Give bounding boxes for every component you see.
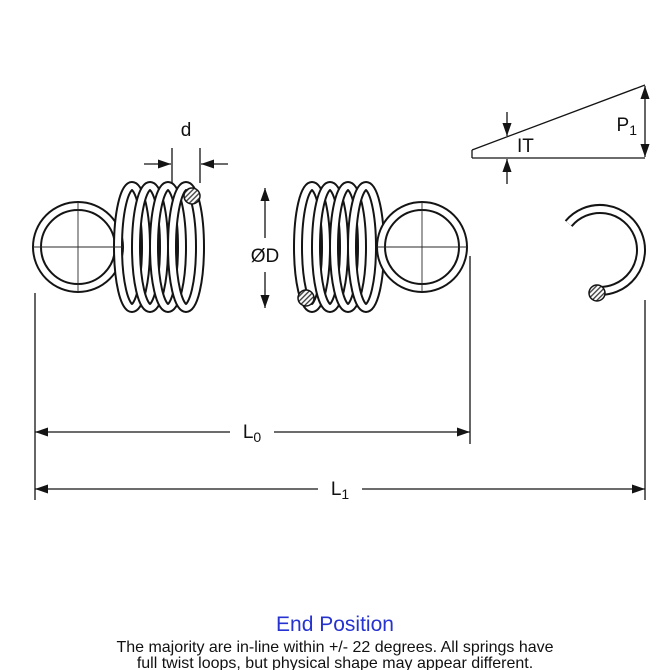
- dimension-l0: L0: [34, 256, 471, 500]
- coil: [133, 183, 167, 311]
- dimension-l1: L1: [35, 300, 646, 502]
- coil: [151, 183, 185, 311]
- load-diagram: [471, 84, 646, 159]
- coil: [295, 183, 329, 311]
- footer-text: End Position The majority are in-line wi…: [116, 613, 553, 670]
- coil: [313, 183, 347, 311]
- coil: [331, 183, 365, 311]
- wire-end-marker: [297, 289, 315, 307]
- dimension-it: IT: [502, 112, 534, 184]
- left-spring: [32, 181, 205, 313]
- end-position-label: End Position: [276, 613, 394, 636]
- dimension-od: ØD: [251, 188, 280, 308]
- coil: [169, 183, 203, 311]
- middle-spring: [293, 181, 468, 313]
- caption-line-2: full twist loops, but physical shape may…: [137, 655, 533, 670]
- label-mask: [318, 478, 362, 500]
- dimension-d: d: [144, 120, 228, 183]
- od-label: ØD: [251, 246, 280, 267]
- dimension-p1: P1: [617, 86, 650, 157]
- hook-arc-inner: [566, 205, 644, 294]
- caption-line-1: The majority are in-line within +/- 22 d…: [116, 639, 553, 656]
- label-mask: [230, 421, 274, 443]
- l1-label: L1: [331, 479, 350, 502]
- it-label: IT: [517, 136, 534, 157]
- l0-label: L0: [243, 422, 262, 445]
- slant-line: [471, 84, 646, 151]
- wire-end-marker: [588, 284, 606, 302]
- d-label: d: [181, 120, 192, 141]
- p1-label: P1: [617, 115, 638, 138]
- wire-end-marker: [183, 187, 201, 205]
- right-hook: [564, 203, 646, 302]
